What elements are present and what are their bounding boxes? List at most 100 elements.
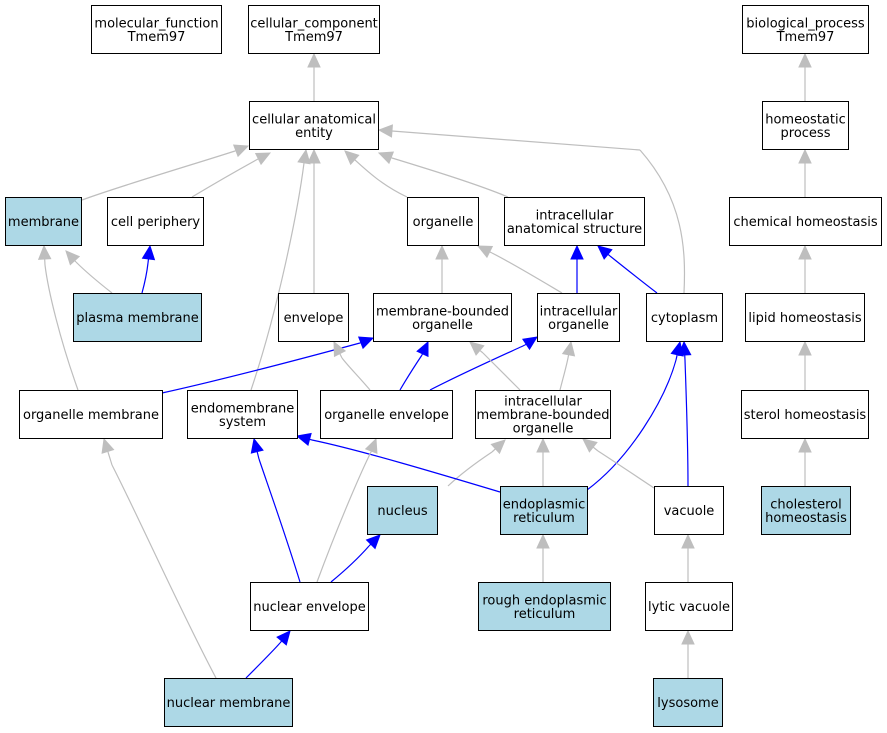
edge-arrowhead xyxy=(232,144,250,158)
node-label-line: Tmem97 xyxy=(127,30,186,45)
edge-is-a-plasma-membrane-to-membrane xyxy=(65,250,113,294)
node-nuc-envelope[interactable]: nuclear envelope xyxy=(250,582,369,631)
edge-is-a-mbo-to-organelle xyxy=(435,244,449,293)
edge-arrowhead xyxy=(377,124,393,138)
edge-arrowhead xyxy=(307,148,321,164)
node-box xyxy=(250,582,369,631)
node-label-line: cellular anatomical xyxy=(252,112,376,127)
edge-arrowhead xyxy=(377,151,395,165)
node-organelle[interactable]: organelle xyxy=(407,197,479,246)
edge-arrowhead xyxy=(416,340,429,358)
node-box xyxy=(187,390,298,439)
edge-line xyxy=(258,458,301,583)
edge-arrowhead xyxy=(307,52,321,68)
node-nucleus[interactable]: nucleus xyxy=(367,486,438,535)
node-cytoplasm[interactable]: cytoplasm xyxy=(646,293,723,342)
node-membrane[interactable]: membrane xyxy=(5,197,82,246)
edge-arrowhead xyxy=(276,630,291,646)
edge-is-a-membrane-to-cae xyxy=(81,144,250,201)
edge-arrowhead xyxy=(333,340,347,358)
edge-line xyxy=(250,162,305,391)
edge-is-a-cell-periphery-to-cae xyxy=(191,152,272,198)
node-lipid-homeo[interactable]: lipid homeostasis xyxy=(745,293,865,342)
node-label-line: entity xyxy=(295,126,333,141)
edge-layer xyxy=(37,52,812,679)
node-box xyxy=(762,101,849,150)
node-sterol-homeo[interactable]: sterol homeostasis xyxy=(741,390,869,439)
node-box xyxy=(741,390,869,439)
edge-part-of-nuc-envelope-to-endomembrane xyxy=(250,437,301,583)
node-label-line: endomembrane xyxy=(191,401,295,416)
node-box xyxy=(249,101,379,150)
node-box xyxy=(367,486,438,535)
edge-line xyxy=(141,262,149,294)
edge-line xyxy=(482,352,521,391)
node-nuc-membrane[interactable]: nuclear membrane xyxy=(164,678,293,727)
node-vacuole[interactable]: vacuole xyxy=(654,486,724,535)
edge-is-a-sterol-homeo-to-lipid-homeo xyxy=(798,340,812,390)
node-box xyxy=(164,678,293,727)
node-label-line: reticulum xyxy=(514,607,576,622)
node-label-line: biological_process xyxy=(746,16,865,31)
edge-arrowhead xyxy=(65,250,81,266)
edge-part-of-nuc-envelope-to-nucleus xyxy=(330,534,381,583)
node-label-line: intracellular xyxy=(504,395,582,410)
edge-line xyxy=(447,451,493,487)
edge-is-a-intra-org-to-organelle xyxy=(476,245,563,294)
node-lytic-vacuole[interactable]: lytic vacuole xyxy=(645,582,733,631)
node-label-line: homeostatic xyxy=(765,112,846,127)
edge-part-of-cytoplasm-to-ias xyxy=(597,245,658,294)
edge-is-a-lipid-homeo-to-chem-homeo xyxy=(798,244,812,293)
node-envelope[interactable]: envelope xyxy=(278,293,349,342)
node-lysosome[interactable]: lysosome xyxy=(653,678,723,727)
edge-arrowhead xyxy=(435,244,449,260)
edge-is-a-cytoplasm-to-cae xyxy=(377,124,686,294)
node-label-line: organelle envelope xyxy=(324,408,449,423)
node-label-line: membrane xyxy=(8,215,79,230)
node-plasma-membrane[interactable]: plasma membrane xyxy=(73,293,202,342)
edge-arrowhead xyxy=(798,244,812,260)
edge-arrowhead xyxy=(536,533,550,549)
node-box xyxy=(646,293,723,342)
node-label-line: plasma membrane xyxy=(76,311,199,326)
edge-is-a-ias-to-cae xyxy=(377,151,509,198)
edge-line xyxy=(429,344,526,391)
node-org-envelope[interactable]: organelle envelope xyxy=(320,390,453,439)
edge-part-of-org-envelope-to-intra-org xyxy=(429,336,538,391)
node-cell-periphery[interactable]: cell periphery xyxy=(107,197,204,246)
edge-arrowhead xyxy=(536,437,550,453)
edge-arrowhead xyxy=(295,432,312,447)
edge-shaft xyxy=(491,448,496,453)
edge-line xyxy=(245,642,281,679)
edge-line xyxy=(161,342,361,394)
edge-is-a-imbo-to-mbo xyxy=(469,341,521,391)
node-chem-homeo[interactable]: chemical homeostasis xyxy=(729,197,882,246)
node-label-line: vacuole xyxy=(664,504,715,519)
edge-arrowhead xyxy=(798,340,812,356)
edge-arrowhead xyxy=(297,148,311,165)
node-box xyxy=(537,293,620,342)
node-label-line: intracellular xyxy=(536,208,614,223)
node-box xyxy=(107,197,204,246)
edge-is-a-lytic-vacuole-to-vacuole xyxy=(681,533,695,583)
edge-shaft xyxy=(479,349,484,354)
node-box xyxy=(504,197,645,246)
node-org-membrane[interactable]: organelle membrane xyxy=(19,390,163,439)
node-label-line: cytoplasm xyxy=(651,311,718,326)
edge-is-a-nuc-envelope-to-org-envelope xyxy=(316,437,378,583)
edge-arrowhead xyxy=(254,152,272,166)
